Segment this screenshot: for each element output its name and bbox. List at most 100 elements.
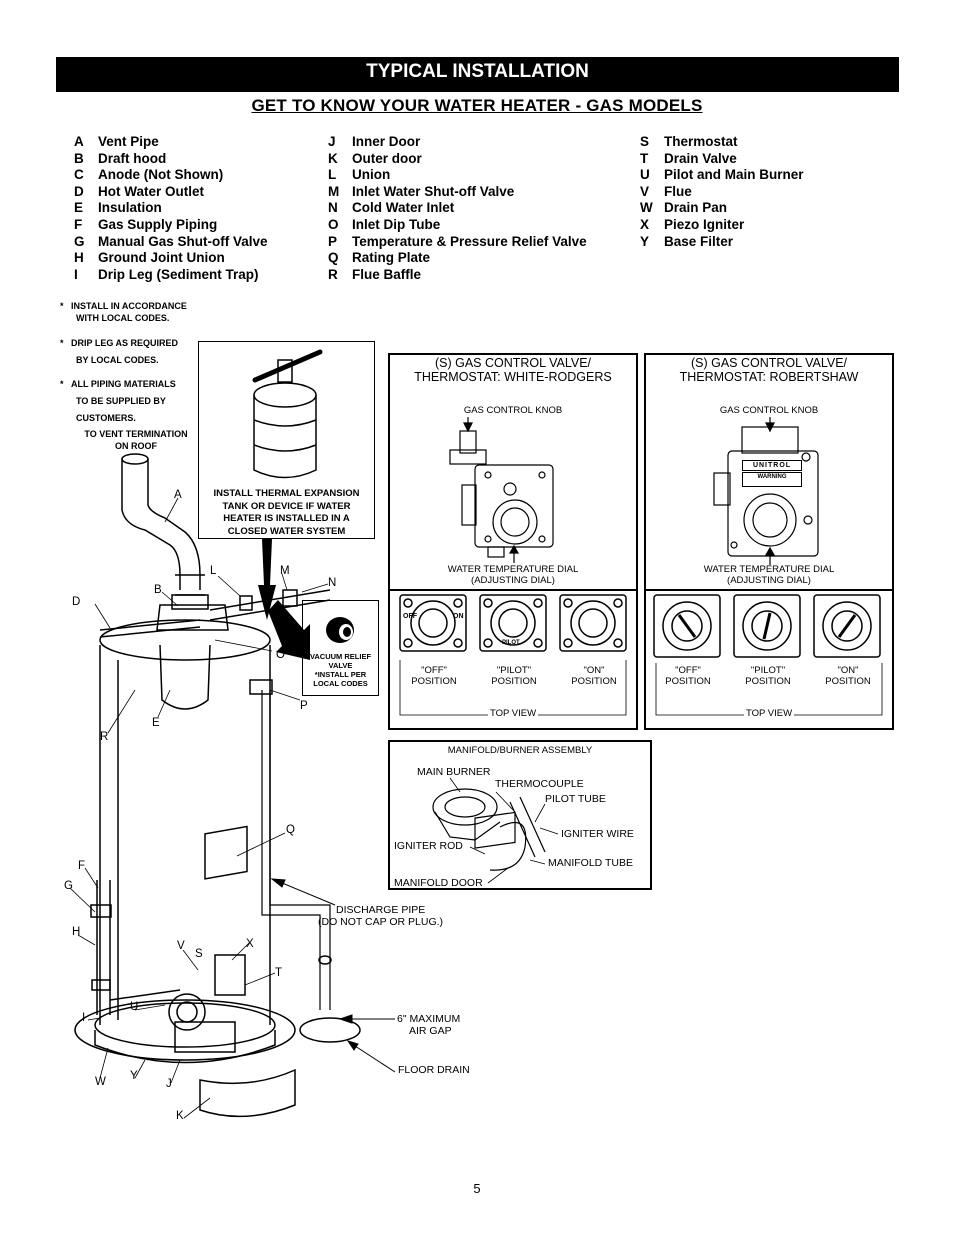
callout-d: D	[72, 596, 81, 608]
callout-r: R	[100, 731, 109, 743]
callout-o: O	[276, 649, 285, 661]
callout-q: Q	[286, 824, 295, 836]
callout-e: E	[152, 717, 160, 729]
callout-j: J	[166, 1078, 172, 1090]
arrow-down-marker	[258, 539, 276, 620]
page-subtitle: GET TO KNOW YOUR WATER HEATER - GAS MODE…	[251, 96, 703, 115]
dial-mark-pilot: PILOT	[502, 640, 520, 646]
note-air-gap: 6" MAXIMUM AIR GAP	[397, 1013, 461, 1037]
callout-h: H	[72, 926, 81, 938]
arrow-vacuum-marker	[268, 600, 310, 660]
callout-k: K	[176, 1110, 184, 1122]
callout-p: P	[300, 700, 308, 712]
vacuum-relief-valve-icon	[326, 617, 354, 643]
water-temp-dial-label: WATER TEMPERATURE DIAL (ADJUSTING DIAL)	[447, 564, 579, 586]
robertshaw-title: (S) GAS CONTROL VALVE/ THERMOSTAT: ROBER…	[679, 356, 859, 384]
position-off: "OFF"POSITION	[411, 665, 457, 687]
dial-on	[559, 594, 627, 652]
callout-l: L	[210, 565, 217, 577]
gas-control-knob-label: GAS CONTROL KNOB	[719, 405, 819, 416]
label-thermocouple: THERMOCOUPLE	[495, 778, 584, 790]
callout-f: F	[78, 860, 86, 872]
note-local-codes: * INSTALL IN ACCORDANCE WITH LOCAL CODES…	[60, 301, 187, 323]
callout-b: B	[154, 584, 162, 596]
label-main-burner: MAIN BURNER	[417, 766, 491, 778]
top-view-label: TOP VIEW	[487, 708, 539, 719]
leader-lines	[69, 497, 329, 1119]
dial-off	[399, 594, 467, 652]
label-igniter-rod: IGNITER ROD	[394, 840, 463, 852]
dial-mark-on: ON	[453, 613, 464, 620]
callout-a: A	[174, 489, 182, 501]
expansion-tank-box	[198, 341, 375, 539]
position-on: "ON"POSITION	[571, 665, 617, 687]
white-rodgers-title: (S) GAS CONTROL VALVE/ THERMOSTAT: WHITE…	[414, 356, 612, 384]
note-vent-termination: TO VENT TERMINATION ON ROOF	[84, 429, 188, 451]
expansion-tank	[252, 349, 323, 479]
manifold-title: MANIFOLD/BURNER ASSEMBLY	[447, 745, 593, 756]
position-pilot: "PILOT"POSITION	[491, 665, 537, 687]
manifold-burner-drawing	[432, 777, 559, 884]
dial-pilot	[733, 594, 801, 658]
callout-u: U	[130, 1001, 139, 1013]
callout-w: W	[95, 1076, 106, 1088]
white-rodgers-valve-drawing	[449, 417, 554, 563]
label-manifold-tube: MANIFOLD TUBE	[548, 857, 633, 869]
position-on: "ON"POSITION	[825, 665, 871, 687]
label-pilot-tube: PILOT TUBE	[545, 793, 606, 805]
top-view-label: TOP VIEW	[743, 708, 795, 719]
callout-s: S	[195, 948, 203, 960]
dial-on	[813, 594, 881, 658]
manifold-burner-panel: MANIFOLD/BURNER ASSEMBLY MAIN BURNER THE…	[388, 740, 652, 890]
gas-control-knob-label: GAS CONTROL KNOB	[463, 405, 563, 416]
position-off: "OFF"POSITION	[665, 665, 711, 687]
tank-base	[74, 954, 361, 1118]
dial-off	[653, 594, 721, 658]
callout-t: T	[275, 967, 283, 979]
warning-label: WARNING	[742, 472, 802, 487]
gas-supply-piping	[90, 880, 181, 1015]
robertshaw-panel: (S) GAS CONTROL VALVE/ THERMOSTAT: ROBER…	[644, 353, 894, 730]
callout-n: N	[328, 577, 337, 589]
unitrol-brand-label: UNITROL	[742, 460, 802, 471]
note-thermal-expansion: INSTALL THERMAL EXPANSION TANK OR DEVICE…	[213, 488, 360, 537]
robertshaw-top-view-drawing	[653, 594, 883, 716]
vent-pipe	[121, 453, 209, 610]
label-igniter-wire: IGNITER WIRE	[561, 828, 634, 840]
label-manifold-door: MANIFOLD DOOR	[394, 877, 483, 889]
callout-y: Y	[130, 1070, 138, 1082]
discharge-arrow	[270, 878, 396, 1073]
callout-v: V	[177, 940, 185, 952]
tank-body	[99, 619, 332, 1025]
white-rodgers-top-view-drawing	[399, 594, 627, 716]
note-drip-leg: * DRIP LEG AS REQUIRED BY LOCAL CODES.	[60, 338, 179, 365]
position-pilot: "PILOT"POSITION	[745, 665, 791, 687]
panel-divider	[388, 589, 638, 591]
page-number: 5	[473, 1181, 481, 1196]
